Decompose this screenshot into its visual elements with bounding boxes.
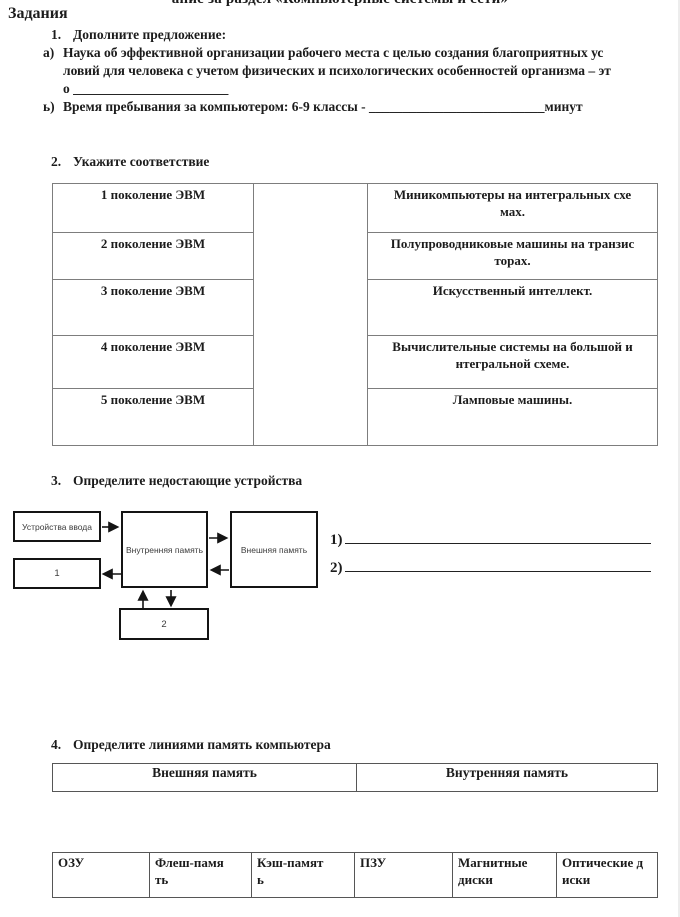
task1-item-b-marker: ь)	[43, 99, 55, 114]
task1-item-a-marker: а)	[43, 45, 55, 60]
task2-title: Укажите соответствие	[73, 154, 210, 169]
description-cell: Искусственный интеллект.	[367, 279, 658, 336]
memory-type-cell: Кэш-памят ь	[251, 852, 355, 898]
task1-title: Дополните предложение:	[73, 27, 227, 42]
description-cell: Полупроводниковые машины на транзис тора…	[367, 232, 658, 280]
missing-device-2-box: 2	[119, 608, 209, 640]
page-edge-shadow	[678, 0, 680, 917]
task4-number: 4.	[51, 737, 62, 752]
answer-2-rule	[344, 558, 651, 572]
clipped-page-title: ание за раздел «Компьютерные системы и с…	[0, 0, 680, 8]
matching-middle-cell	[253, 183, 368, 446]
missing-device-1-label: 1	[54, 568, 60, 579]
document-heading: Задания	[8, 5, 68, 22]
answer-line-2: 2)	[330, 558, 651, 577]
internal-memory-header-cell: Внутренняя память	[356, 763, 658, 792]
description-cell: Ламповые машины.	[367, 388, 658, 446]
memory-type-cell: Флеш-памя ть	[149, 852, 252, 898]
diagram-arrows	[101, 521, 229, 608]
task1-item-a-line1: Наука об эффективной организации рабочег…	[63, 45, 604, 60]
answer-1-label: 1)	[330, 532, 343, 548]
task4-header: 4. Определите линиями память компьютера	[51, 737, 331, 753]
answer-line-1: 1)	[330, 530, 651, 549]
missing-device-1-box: 1	[13, 558, 101, 589]
memory-type-cell: ПЗУ	[354, 852, 453, 898]
description-cell: Миникомпьютеры на интегральных схе мах.	[367, 183, 658, 233]
memory-category-table: Внешняя память Внутренняя память	[52, 763, 658, 792]
answer-2-label: 2)	[330, 560, 343, 576]
generation-cell: 3 поколение ЭВМ	[52, 279, 254, 336]
internal-memory-label: Внутренняя память	[125, 544, 203, 555]
memory-type-cell: ОЗУ	[52, 852, 150, 898]
input-devices-label: Устройства ввода	[22, 521, 92, 532]
memory-type-cell: Оптические д иски	[556, 852, 658, 898]
computer-architecture-diagram: Устройства ввода Внутренняя память Внешн…	[0, 495, 680, 655]
missing-device-2-label: 2	[161, 618, 167, 630]
task1-item-a-blank-line: о _______________________	[63, 81, 229, 96]
generation-cell: 1 поколение ЭВМ	[52, 183, 254, 233]
task2-header: 2. Укажите соответствие	[51, 154, 209, 170]
description-cell: Вычислительные системы на большой и нтег…	[367, 335, 658, 389]
task1-header: 1. Дополните предложение:	[51, 27, 226, 43]
task3-header: 3. Определите недостающие устройства	[51, 473, 302, 489]
task1-item-b-line: Время пребывания за компьютером: 6-9 кла…	[63, 99, 583, 114]
task3-number: 3.	[51, 473, 62, 488]
memory-type-cell: Магнитные диски	[452, 852, 557, 898]
answer-1-rule	[344, 530, 651, 544]
external-memory-header-cell: Внешняя память	[52, 763, 357, 792]
task3-title: Определите недостающие устройства	[73, 473, 303, 488]
task2-number: 2.	[51, 154, 62, 169]
input-devices-box: Устройства ввода	[13, 511, 101, 542]
external-memory-label: Внешняя память	[240, 544, 308, 555]
internal-memory-box: Внутренняя память	[121, 511, 208, 588]
generation-cell: 2 поколение ЭВМ	[52, 232, 254, 280]
external-memory-box: Внешняя память	[230, 511, 318, 588]
task1-item-a-line2: ловий для человека с учетом физических и…	[63, 63, 611, 78]
generation-cell: 4 поколение ЭВМ	[52, 335, 254, 389]
generation-cell: 5 поколение ЭВМ	[52, 388, 254, 446]
task1-number: 1.	[51, 27, 62, 42]
task4-title: Определите линиями память компьютера	[73, 737, 331, 752]
memory-types-table: ОЗУ Флеш-памя ть Кэш-памят ь ПЗУ Магнитн…	[52, 852, 658, 898]
matching-table: 1 поколение ЭВМ Миникомпьютеры на интегр…	[52, 183, 658, 446]
